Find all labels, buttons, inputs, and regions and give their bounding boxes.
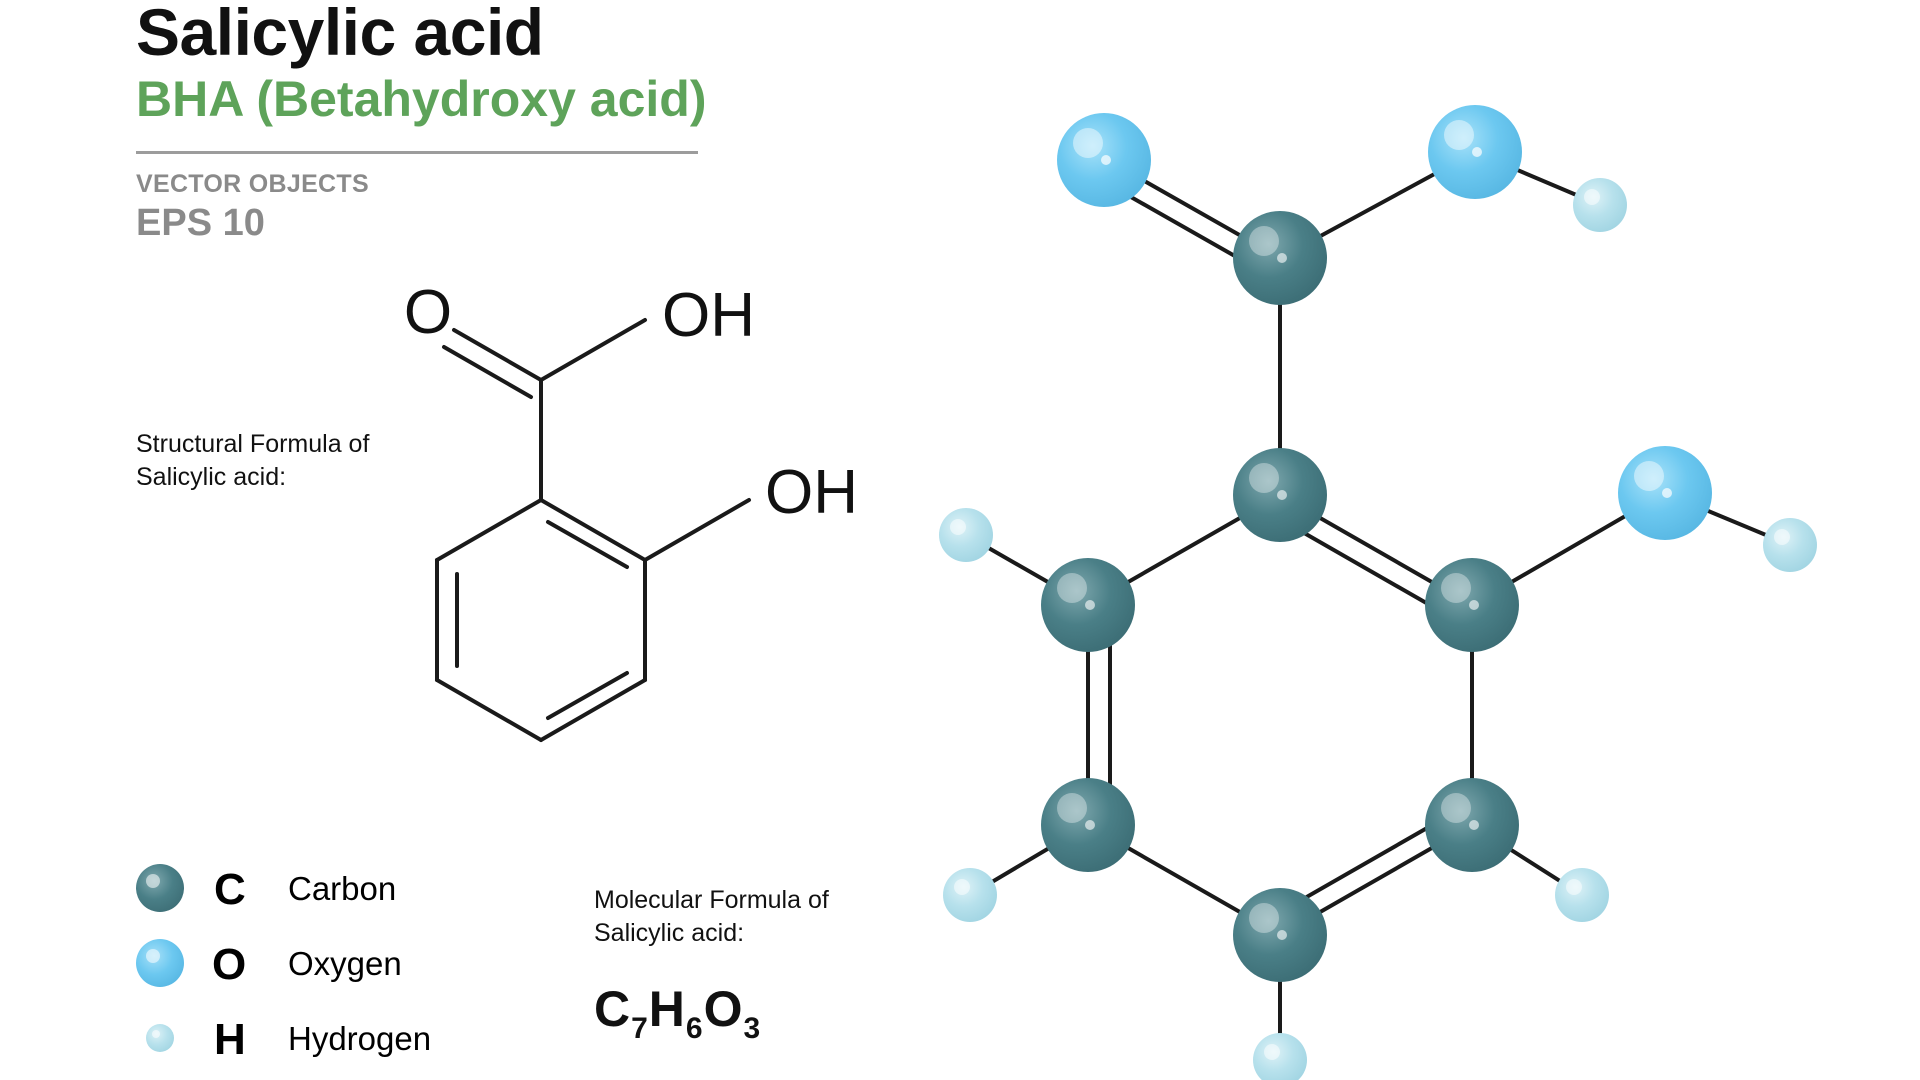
legend-name: Carbon bbox=[288, 870, 396, 907]
carbon-legend-sphere bbox=[136, 864, 184, 912]
legend-symbol: O bbox=[212, 940, 246, 989]
legend-item-carbon: C Carbon bbox=[136, 864, 396, 914]
structural-formula-diagram: O OH OH bbox=[404, 278, 858, 742]
hydrogen-atom bbox=[1763, 518, 1817, 572]
page-title: Salicylic acid bbox=[136, 0, 544, 69]
subtitle: BHA (Betahydroxy acid) bbox=[136, 71, 707, 127]
legend-symbol: H bbox=[214, 1015, 246, 1064]
legend-name: Hydrogen bbox=[288, 1020, 431, 1057]
carboxyl-oh-label: OH bbox=[662, 281, 755, 350]
phenol-oh-label: OH bbox=[765, 458, 858, 527]
header-divider bbox=[136, 151, 698, 154]
eps-label: EPS 10 bbox=[136, 202, 265, 244]
carbon-atom bbox=[1041, 558, 1135, 652]
legend-name: Oxygen bbox=[288, 945, 402, 982]
oxygen-atom bbox=[1428, 105, 1522, 199]
carbon-atom bbox=[1233, 211, 1327, 305]
formula-oxygen: O bbox=[703, 981, 743, 1037]
legend-symbol: C bbox=[214, 865, 246, 914]
formula-oxygen-count: 3 bbox=[743, 1012, 761, 1045]
ring-bond bbox=[435, 498, 543, 562]
carbon-atom bbox=[1041, 778, 1135, 872]
legend-item-hydrogen: H Hydrogen bbox=[146, 1015, 431, 1064]
oxygen-atom bbox=[1057, 113, 1151, 207]
carbonyl-oxygen-label: O bbox=[404, 278, 452, 347]
hydrogen-atom bbox=[1555, 868, 1609, 922]
molecular-label-line1: Molecular Formula of bbox=[594, 886, 829, 914]
vector-objects-label: VECTOR OBJECTS bbox=[136, 170, 369, 198]
carbonyl-bond bbox=[442, 345, 533, 399]
carbon-atom bbox=[1233, 448, 1327, 542]
hydrogen-atom bbox=[1573, 178, 1627, 232]
ring-bond bbox=[435, 678, 543, 742]
ring-double-bond bbox=[546, 520, 629, 569]
formula-carbon-count: 7 bbox=[631, 1012, 648, 1045]
structural-label-line2: Salicylic acid: bbox=[136, 462, 287, 491]
carbon-atom bbox=[1233, 888, 1327, 982]
molecular-formula: C7H6O3 bbox=[594, 980, 761, 1046]
oxygen-legend-sphere bbox=[136, 939, 184, 987]
structural-label-line1: Structural Formula of bbox=[136, 430, 370, 458]
legend-item-oxygen: O Oxygen bbox=[136, 939, 402, 989]
carbonyl-bond bbox=[452, 328, 543, 382]
atom-legend: C Carbon O Oxygen H Hydrogen bbox=[136, 864, 431, 1064]
carboxyl-oh-bond bbox=[539, 318, 647, 382]
carbon-atom bbox=[1425, 778, 1519, 872]
formula-carbon: C bbox=[594, 981, 631, 1037]
oxygen-atom bbox=[1618, 446, 1712, 540]
hydrogen-atom bbox=[939, 508, 993, 562]
phenol-oh-bond bbox=[643, 498, 751, 562]
hydrogen-atom bbox=[943, 868, 997, 922]
ring-bond bbox=[539, 498, 647, 562]
structural-formula-label: Structural Formula of Salicylic acid: bbox=[136, 428, 436, 493]
formula-hydrogen: H bbox=[648, 981, 685, 1037]
molecular-formula-label: Molecular Formula of Salicylic acid: bbox=[594, 884, 894, 949]
ring-double-bond bbox=[546, 671, 629, 720]
hydrogen-atom bbox=[1253, 1033, 1307, 1080]
formula-hydrogen-count: 6 bbox=[685, 1012, 703, 1045]
hydrogen-legend-sphere bbox=[146, 1024, 174, 1052]
ring-bond bbox=[539, 678, 647, 742]
molecular-label-line2: Salicylic acid: bbox=[594, 918, 745, 947]
carbon-atom bbox=[1425, 558, 1519, 652]
ball-and-stick-model bbox=[939, 105, 1817, 1080]
